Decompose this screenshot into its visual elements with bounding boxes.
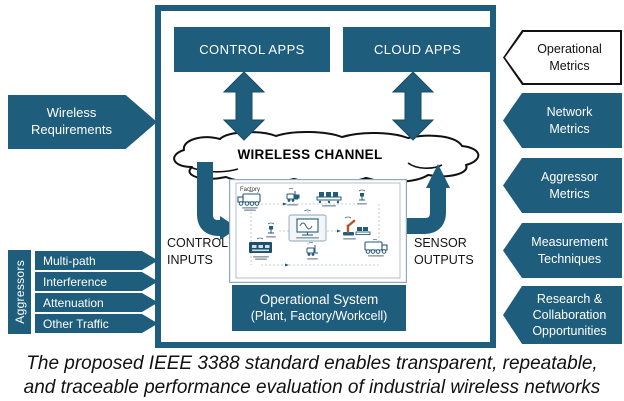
caption-line1: The proposed IEEE 3388 standard enables … <box>26 353 598 374</box>
operational-system-line1: Operational System <box>259 291 379 307</box>
factory-icon-inventory <box>249 237 272 260</box>
factory-icon-supply-truck <box>237 191 261 211</box>
operational-system-line2: (Plant, Factory/Workcell) <box>250 308 388 323</box>
aggressor-arrow-interference: Interference <box>35 272 158 291</box>
caption: The proposed IEEE 3388 standard enables … <box>0 352 624 401</box>
aggressor-arrow-attenuation: Attenuation <box>35 293 158 312</box>
factory-icon-agv-bottom <box>306 242 318 260</box>
metric-arrow-operational: Operational Metrics <box>503 30 622 85</box>
factory-icon-sensor-mid <box>266 222 276 238</box>
cloud-apps-box: CLOUD APPS <box>343 27 492 72</box>
factory-icon-sensor-top <box>357 189 367 205</box>
factory-icon-assembly-line <box>316 192 342 207</box>
aggressors-label-box: Aggressors <box>8 250 31 334</box>
factory-flow-arrows <box>283 202 341 267</box>
cloud-apps-label: CLOUD APPS <box>373 42 462 57</box>
wireless-requirements-arrow: Wireless Requirements <box>8 95 157 149</box>
factory-label: Factory <box>240 187 260 193</box>
control-apps-box: CONTROL APPS <box>174 27 330 72</box>
factory-icon-agv-top <box>286 188 300 206</box>
factory-icon-robot-arm <box>343 216 371 240</box>
metric-arrow-aggressor: Aggressor Metrics <box>503 158 622 213</box>
factory-icon-delivery-truck <box>364 239 388 257</box>
factory-illustration: Factory <box>229 179 407 283</box>
aggressor-arrow-multipath: Multi-path <box>35 251 158 270</box>
operational-system-box: Operational System (Plant, Factory/Workc… <box>232 285 406 331</box>
metric-arrow-research: Research & Collaboration Opportunities <box>503 286 622 344</box>
control-inputs-label: CONTROL INPUTS <box>167 236 229 267</box>
metric-arrow-measurement: Measurement Techniques <box>503 223 622 278</box>
control-apps-label: CONTROL APPS <box>199 42 305 57</box>
aggressor-arrow-other-traffic: Other Traffic <box>35 314 158 333</box>
caption-line2: and traceable performance evaluation of … <box>23 377 601 399</box>
aggressors-label: Aggressors <box>12 260 27 324</box>
factory-icon-coordination-control <box>288 209 327 242</box>
wireless-channel-label: WIRELESS CHANNEL <box>237 147 383 162</box>
sensor-outputs-label: SENSOR OUTPUTS <box>414 236 474 267</box>
metric-arrow-network: Network Metrics <box>503 93 622 148</box>
